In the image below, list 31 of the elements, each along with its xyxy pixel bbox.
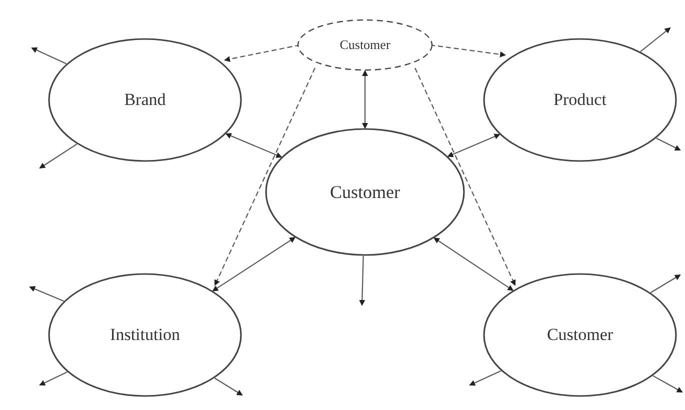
arrow bbox=[39, 372, 68, 386]
node-label: Product bbox=[554, 90, 606, 110]
arrow bbox=[214, 68, 316, 286]
arrow bbox=[225, 133, 282, 158]
arrow bbox=[656, 138, 681, 150]
ellipse-node bbox=[483, 273, 677, 397]
node-label: Customer bbox=[330, 182, 400, 202]
node-label: Customer bbox=[546, 325, 614, 345]
arrow bbox=[430, 44, 506, 58]
ellipse-node bbox=[483, 38, 677, 162]
arrow bbox=[447, 134, 500, 158]
arrow bbox=[650, 274, 681, 294]
arrow bbox=[359, 256, 366, 306]
ellipse-node bbox=[48, 273, 242, 397]
arrow bbox=[212, 237, 296, 292]
arrow bbox=[31, 47, 67, 64]
arrow bbox=[469, 370, 502, 386]
node-label: Institution bbox=[110, 325, 180, 345]
node-label: Brand bbox=[124, 90, 166, 110]
ellipse-node bbox=[48, 38, 242, 162]
arrow bbox=[214, 378, 243, 396]
arrow bbox=[414, 68, 516, 286]
arrow bbox=[362, 70, 368, 129]
node-label: Customer bbox=[340, 37, 390, 53]
arrow bbox=[640, 27, 671, 52]
arrow bbox=[29, 286, 64, 302]
ellipse-node bbox=[297, 19, 433, 71]
arrow bbox=[652, 375, 683, 392]
arrow bbox=[39, 144, 78, 169]
arrow bbox=[433, 238, 514, 291]
ellipse-node bbox=[265, 128, 465, 256]
